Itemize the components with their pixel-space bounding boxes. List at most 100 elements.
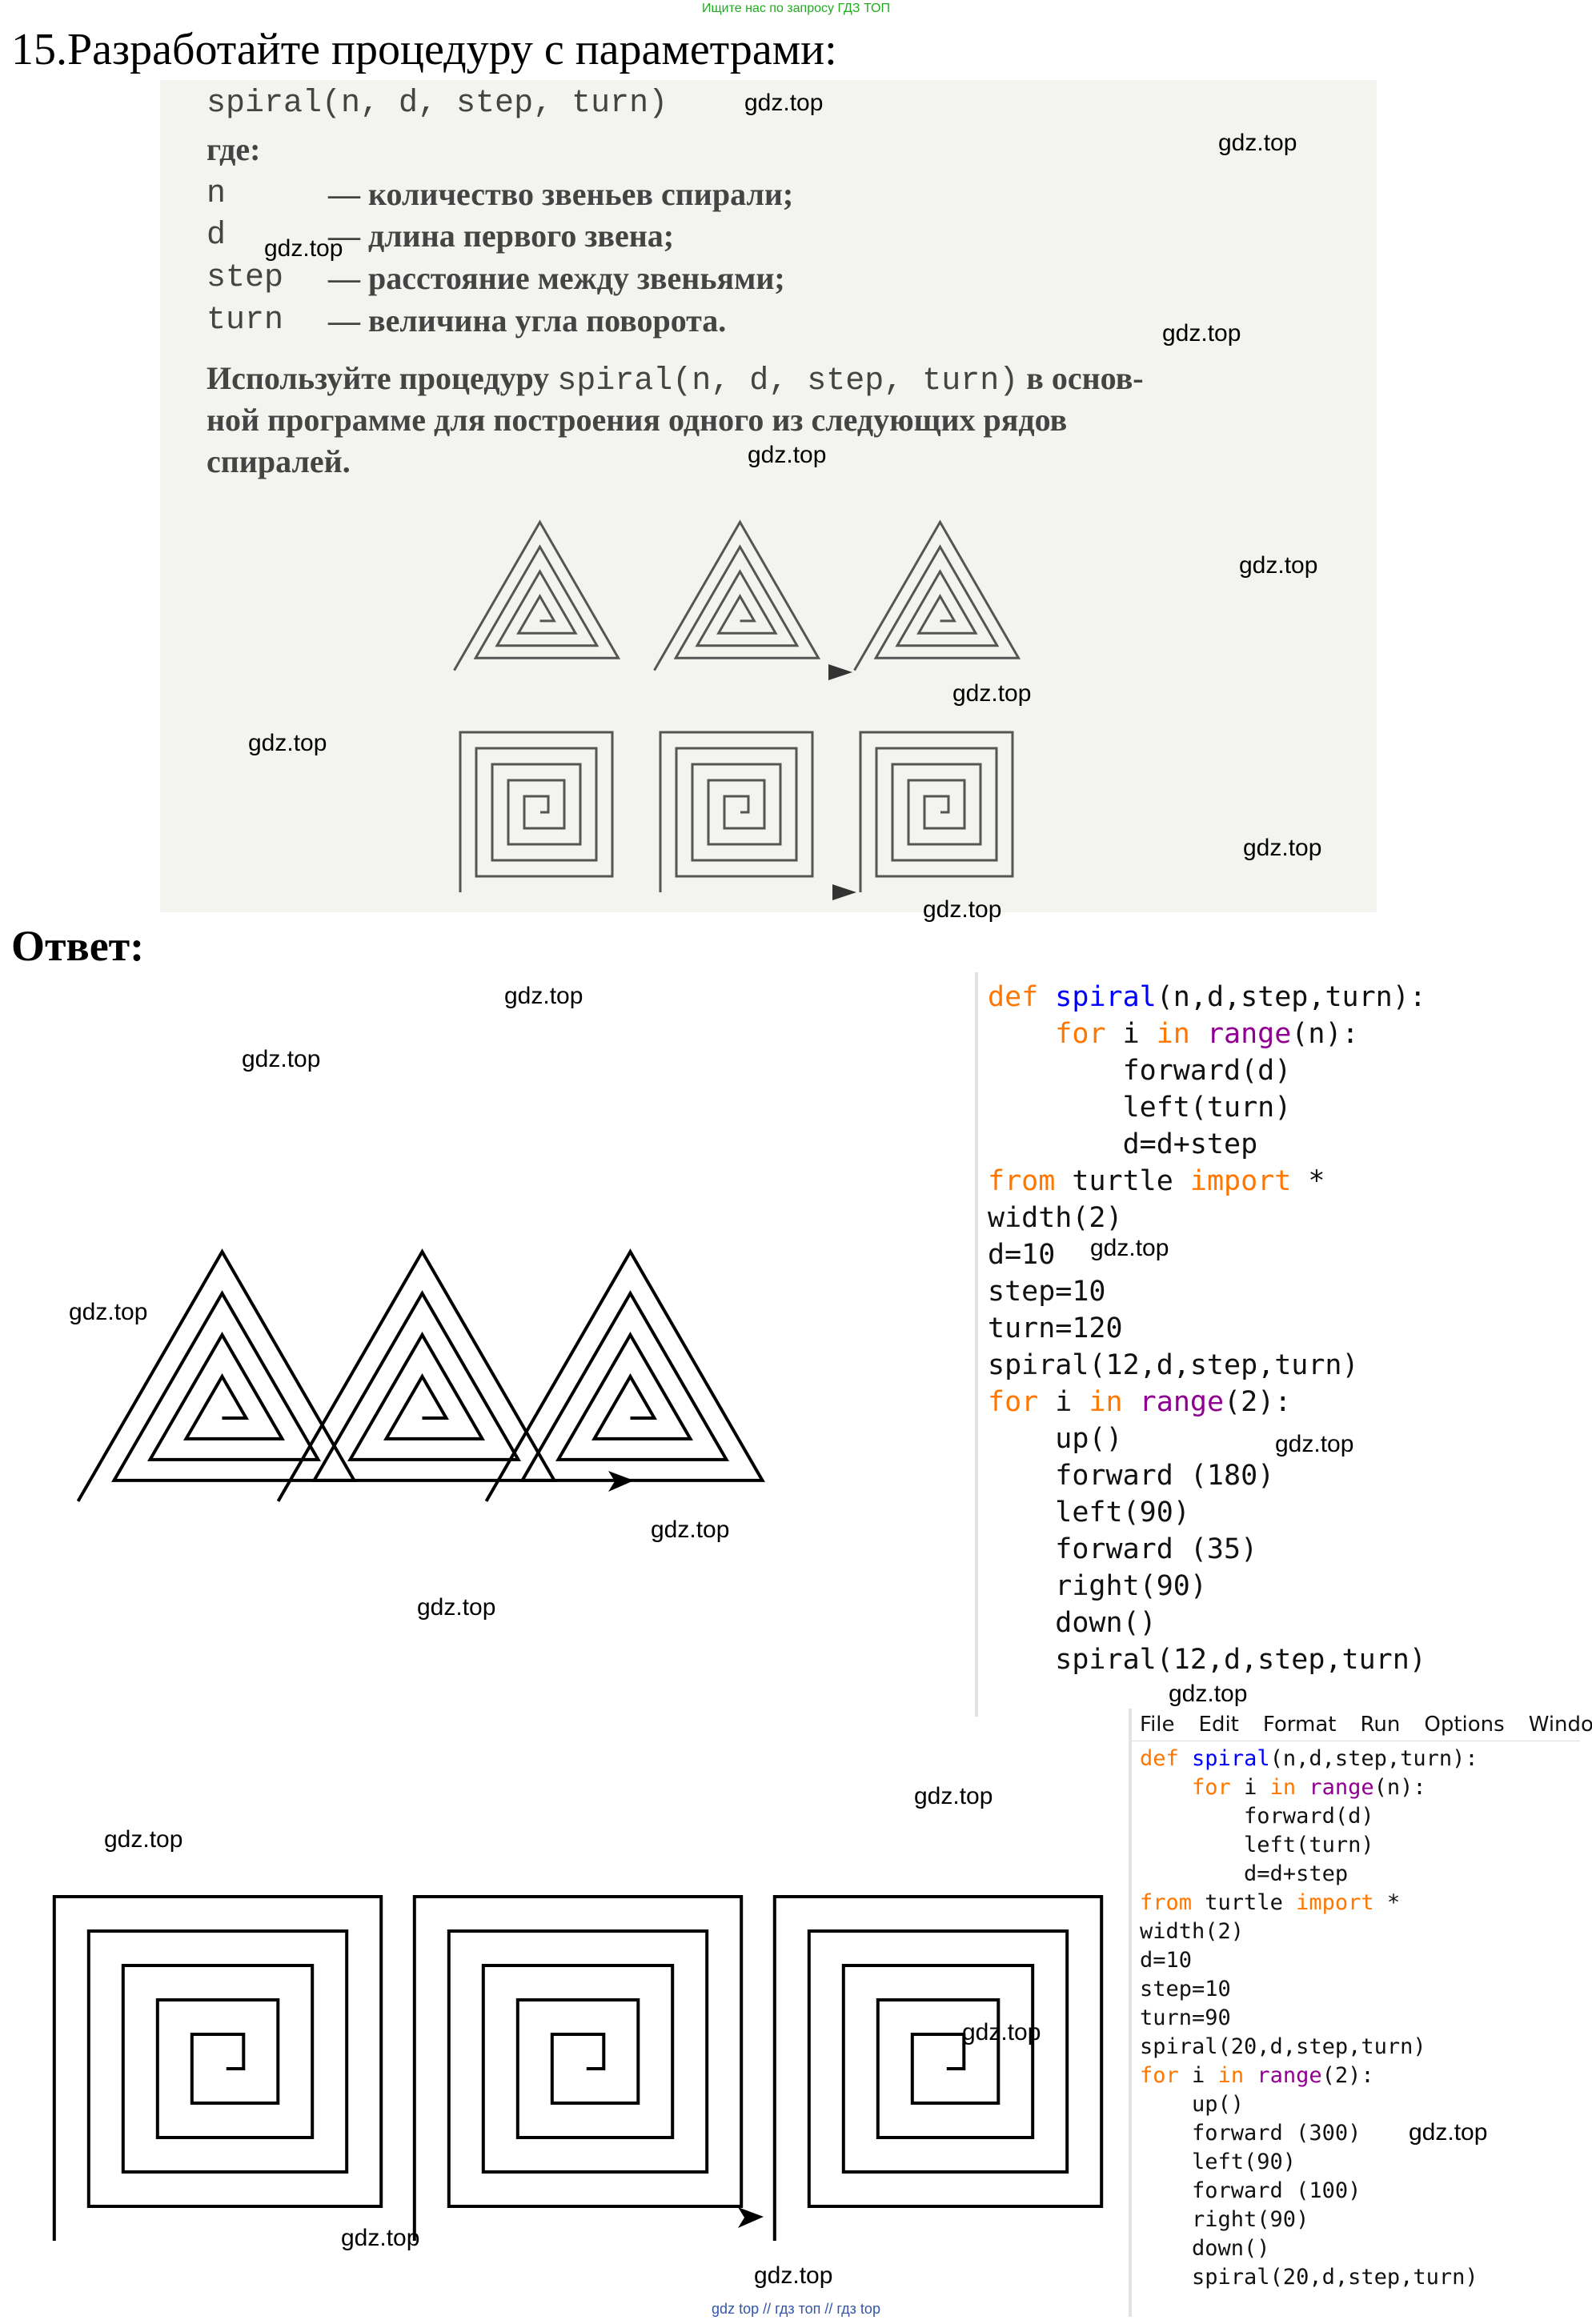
- watermark: gdz.top: [744, 90, 824, 116]
- watermark: gdz.top: [417, 1594, 496, 1621]
- instruction-code: spiral(n, d, step, turn): [557, 363, 1019, 399]
- param-turn-desc: — величина угла поворота.: [328, 303, 727, 339]
- watermark: gdz.top: [914, 1783, 993, 1809]
- instruction-line-1: Используйте процедуру spiral(n, d, step,…: [207, 359, 1144, 402]
- code1-line: for i in range(2):: [988, 1386, 1292, 1418]
- textbook-triangle-spiral: [653, 519, 821, 671]
- code1-line: from turtle import *: [988, 1165, 1325, 1197]
- instruction-line-3: спиралей.: [207, 443, 351, 479]
- instruction-text-b: в основ-: [1026, 360, 1144, 396]
- bottom-note: gdz top // гдз топ // гдз top: [712, 2301, 880, 2317]
- code-listing-2: def spiral(n,d,step,turn): for i in rang…: [1132, 1741, 1580, 2292]
- watermark: gdz.top: [1243, 835, 1322, 861]
- code-listing-1: def spiral(n,d,step,turn): for i in rang…: [978, 972, 1506, 1678]
- answer-triangle-spiral: [484, 1248, 765, 1502]
- textbook-square-spirals: [459, 731, 1014, 892]
- watermark: gdz.top: [264, 235, 343, 262]
- code2-line: d=d+step: [1140, 1861, 1349, 1886]
- code2-line: right(90): [1140, 2207, 1309, 2232]
- code2-line: d=10: [1140, 1948, 1193, 1973]
- param-d-desc: — длина первого звена;: [328, 218, 675, 254]
- watermark: gdz.top: [952, 680, 1032, 707]
- watermark: gdz.top: [1239, 552, 1318, 579]
- menu-item-edit[interactable]: Edit: [1198, 1713, 1239, 1737]
- textbook-arrow-icon-2: [832, 884, 856, 900]
- code1-line: d=10: [988, 1239, 1056, 1271]
- signature: spiral(n, d, step, turn): [207, 86, 668, 122]
- turtle-arrow-icon: [608, 1471, 634, 1492]
- code2-line: left(90): [1140, 2150, 1297, 2174]
- editor-menubar: File Edit Format Run Options Windo: [1132, 1709, 1592, 1741]
- watermark: gdz.top: [754, 2262, 833, 2289]
- watermark: gdz.top: [1162, 320, 1241, 347]
- code2-line: forward (300): [1140, 2121, 1361, 2146]
- code1-line: turn=120: [988, 1312, 1123, 1344]
- code2-line: width(2): [1140, 1919, 1245, 1944]
- textbook-square-spiral: [659, 731, 814, 892]
- menu-item-windo[interactable]: Windo: [1528, 1713, 1592, 1737]
- param-step-name: step: [207, 260, 284, 296]
- watermark: gdz.top: [651, 1517, 730, 1543]
- code2-line: forward (100): [1140, 2178, 1361, 2203]
- param-n-name: n: [207, 176, 227, 212]
- watermark: gdz.top: [748, 442, 827, 468]
- code1-line: right(90): [988, 1570, 1207, 1602]
- param-n-desc: — количество звеньев спирали;: [328, 176, 794, 212]
- code1-line: down(): [988, 1607, 1157, 1639]
- code2-line: step=10: [1140, 1977, 1231, 2001]
- textbook-scan: [160, 80, 1377, 912]
- menu-item-file[interactable]: File: [1140, 1713, 1175, 1737]
- code2-line: for i in range(n):: [1192, 1775, 1426, 1800]
- code2-line: from turtle import *: [1140, 1890, 1401, 1915]
- instruction-text-a: Используйте процедуру: [207, 360, 550, 396]
- textbook-arrow-icon: [828, 664, 852, 680]
- answer-square-spiral: [772, 1895, 1104, 2241]
- menu-item-options[interactable]: Options: [1424, 1713, 1505, 1737]
- watermark: gdz.top: [962, 2019, 1041, 2046]
- textbook-triangle-spiral: [853, 519, 1021, 671]
- code1-line: spiral(12,d,step,turn): [988, 1644, 1426, 1676]
- menu-item-format[interactable]: Format: [1262, 1713, 1337, 1737]
- textbook-triangle-spirals: [453, 519, 1021, 671]
- textbook-square-spiral: [459, 731, 614, 892]
- where-label: где:: [207, 131, 261, 167]
- watermark: gdz.top: [1218, 130, 1297, 156]
- code2-line: up(): [1140, 2092, 1245, 2117]
- code-panel-1[interactable]: def spiral(n,d,step,turn): for i in rang…: [975, 972, 1506, 1717]
- menu-item-run[interactable]: Run: [1360, 1713, 1401, 1737]
- top-note: Ищите нас по запросу ГДЗ ТОП: [702, 2, 890, 15]
- watermark: gdz.top: [242, 1046, 321, 1072]
- code2-line: spiral(20,d,step,turn): [1140, 2034, 1426, 2059]
- instruction-line-2: ной программе для построения одного из с…: [207, 402, 1068, 438]
- watermark: gdz.top: [341, 2225, 420, 2251]
- code2-line: down(): [1140, 2236, 1270, 2261]
- turtle-arrow-icon-2: [738, 2207, 764, 2228]
- code2-line: forward(d): [1140, 1804, 1374, 1829]
- code2-line: left(turn): [1140, 1833, 1374, 1857]
- code-panel-2[interactable]: File Edit Format Run Options Windo def spiral…: [1129, 1709, 1592, 2317]
- watermark: gdz.top: [1409, 2119, 1488, 2146]
- code1-line: for i in range(n):: [1055, 1018, 1359, 1050]
- answer-label: Ответ:: [11, 922, 145, 970]
- answer-square-spiral: [412, 1895, 744, 2241]
- code1-line: left(90): [988, 1497, 1190, 1529]
- watermark: gdz.top: [69, 1299, 148, 1325]
- code2-line: for i in range(2):: [1140, 2063, 1374, 2088]
- code1-line: forward (180): [988, 1460, 1275, 1492]
- code1-line: def spiral(n,d,step,turn):: [988, 981, 1426, 1013]
- watermark: gdz.top: [504, 983, 583, 1009]
- code1-line: step=10: [988, 1276, 1106, 1308]
- code1-line: up(): [988, 1423, 1123, 1455]
- code1-line: width(2): [988, 1202, 1123, 1234]
- code1-line: spiral(12,d,step,turn): [988, 1349, 1359, 1381]
- code1-line: left(turn): [988, 1092, 1292, 1124]
- code2-line: turn=90: [1140, 2005, 1231, 2030]
- task-title: 15.Разработайте процедуру с параметрами:: [11, 25, 837, 74]
- code1-line: d=d+step: [988, 1128, 1258, 1160]
- watermark: gdz.top: [923, 896, 1002, 923]
- code2-line: spiral(20,d,step,turn): [1140, 2265, 1478, 2290]
- textbook-square-spiral: [859, 731, 1014, 892]
- watermark: gdz.top: [1275, 1431, 1354, 1457]
